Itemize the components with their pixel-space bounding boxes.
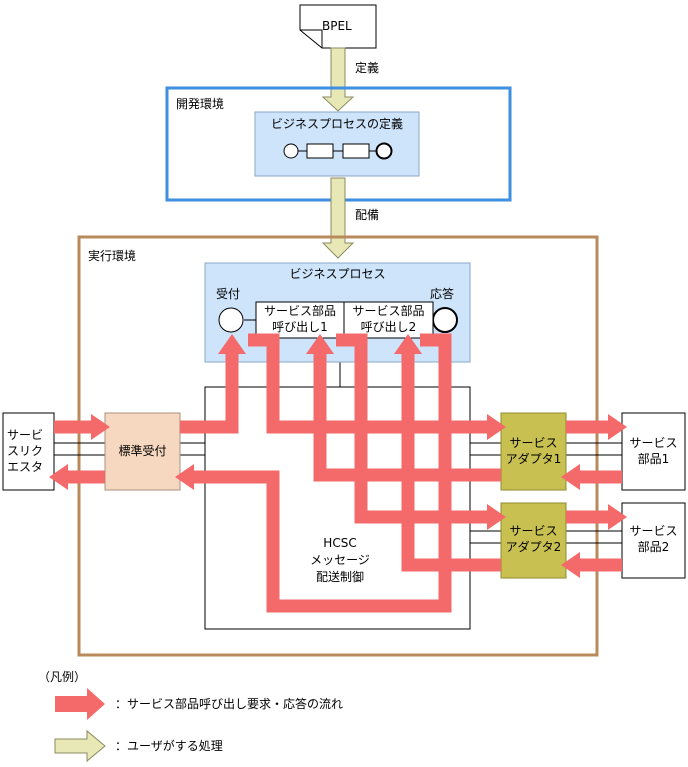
adapter2-label-line1: サービス — [509, 524, 558, 538]
arrowhead-right-icon — [487, 414, 506, 440]
arrowhead-left-icon — [561, 464, 580, 490]
adapter1-label-line1: サービス — [509, 436, 558, 450]
bpel-label: BPEL — [322, 19, 352, 33]
call2-label-line2: 呼び出し2 — [360, 320, 417, 334]
end-node-icon — [375, 142, 393, 160]
arrowhead-right-icon — [91, 414, 110, 440]
component2-label-line2: 部品2 — [637, 540, 670, 554]
deploy-arrow-label: 配備 — [355, 208, 380, 222]
arrowhead-left-icon — [561, 552, 580, 578]
flow-call2-to-adapter2 — [336, 333, 489, 524]
process-definition-label: ビジネスプロセスの定義 — [270, 117, 403, 131]
hcsc-label-line3: 配送制御 — [315, 570, 364, 584]
service-component-2-box — [621, 502, 686, 579]
requester-label-line3: エスタ — [7, 460, 44, 474]
activity-node-1 — [306, 143, 334, 159]
hcsc-label-line1: HCSC — [323, 536, 357, 550]
reply-label: 応答 — [430, 287, 455, 301]
dev-environment-title: 開発環境 — [176, 97, 225, 111]
adapter1-label-line2: アダプタ1 — [505, 452, 562, 466]
activity-node-2 — [342, 143, 370, 159]
arrowhead-left-icon — [49, 464, 68, 490]
service-requester-box — [2, 412, 55, 491]
flow-adapter2-to-call2 — [401, 350, 501, 572]
call1-label-line1: サービス部品 — [263, 304, 336, 318]
requester-label-line1: サービ — [7, 428, 44, 442]
legend-symbols — [54, 688, 106, 763]
arrowhead-right-icon — [608, 504, 627, 530]
reply-node-icon — [432, 307, 458, 333]
business-process-title: ビジネスプロセス — [289, 267, 386, 281]
runtime-environment-title: 実行環境 — [88, 249, 137, 263]
receive-label: 受付 — [216, 287, 241, 301]
document-fold-icon — [300, 29, 323, 48]
define-arrow — [321, 47, 355, 112]
call-flow-lines — [54, 333, 622, 613]
flow-reception-to-receive — [180, 352, 239, 434]
arrowhead-up-icon — [306, 334, 334, 354]
arrowhead-left-icon — [175, 464, 194, 490]
requester-label-line2: スリク — [7, 444, 44, 458]
runtime-environment-frame — [77, 235, 599, 657]
call1-label-line2: 呼び出し1 — [272, 320, 328, 334]
call2-label-line1: サービス部品 — [352, 304, 425, 318]
component2-label-line1: サービス — [629, 524, 678, 538]
service-adapter-2-box — [500, 502, 567, 579]
call-flow-arrowheads — [49, 334, 627, 578]
adapter2-label-line2: アダプタ2 — [505, 540, 562, 554]
receive-node-icon — [218, 307, 244, 333]
standard-reception-box — [104, 412, 181, 491]
call1-node — [255, 301, 345, 339]
start-node-icon — [283, 143, 299, 159]
flow-reply-to-reception — [192, 333, 452, 613]
flow-call1-to-adapter1 — [248, 333, 489, 434]
process-definition-box — [254, 111, 420, 177]
deploy-arrow — [321, 177, 355, 259]
hcsc-label-line2: メッセージ — [310, 553, 370, 567]
legend-title: （凡例） — [38, 670, 87, 684]
service-component-1-box — [621, 412, 686, 491]
arrowhead-up-icon — [394, 334, 422, 354]
component1-label-line1: サービス — [629, 436, 678, 450]
call2-node — [343, 301, 434, 339]
legend-user-label: ：ユーザがする処理 — [115, 739, 223, 753]
legend-flow-label: ：サービス部品呼び出し要求・応答の流れ — [115, 697, 344, 711]
legend-red-arrow-icon — [55, 688, 105, 720]
bpel-document-icon — [299, 4, 377, 49]
legend-beige-arrow-icon — [54, 729, 106, 763]
arrowhead-right-icon — [487, 504, 506, 530]
define-arrow-label: 定義 — [355, 61, 380, 75]
component1-label-line2: 部品1 — [637, 452, 670, 466]
arrowhead-right-icon — [608, 414, 627, 440]
standard-reception-label: 標準受付 — [118, 444, 167, 458]
service-adapter-1-box — [500, 412, 567, 491]
arrowhead-up-icon — [218, 334, 246, 354]
